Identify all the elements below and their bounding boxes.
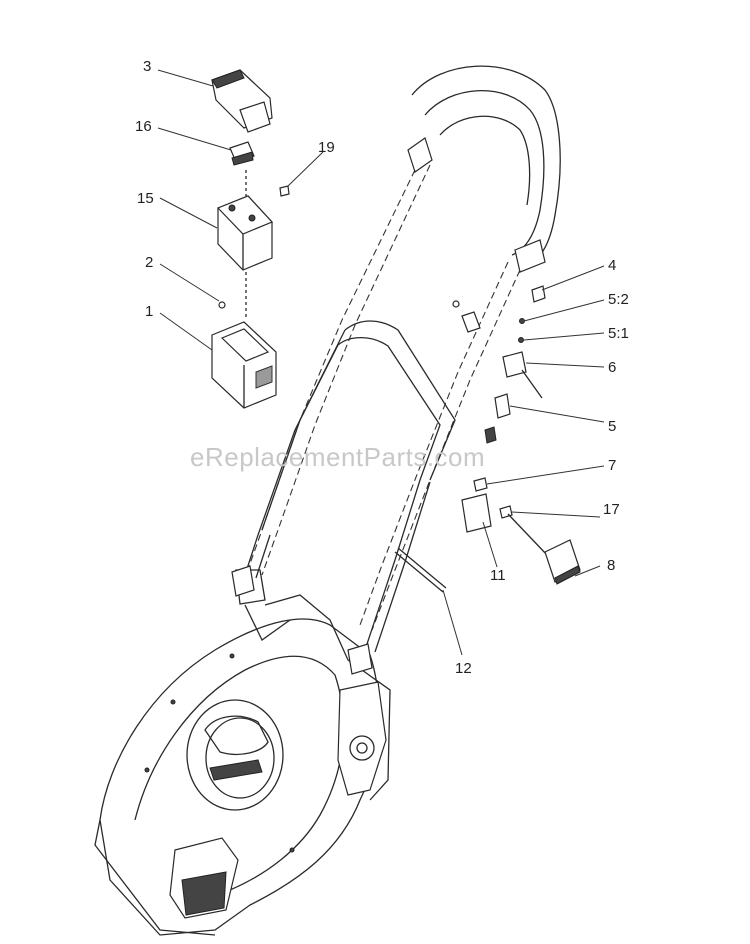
callout-2: 2 [145, 254, 153, 271]
callout-17: 17 [603, 501, 620, 518]
callout-8: 8 [607, 557, 615, 574]
handle-mounted-parts [394, 285, 581, 593]
callout-12: 12 [455, 660, 472, 677]
part-11 [461, 493, 492, 533]
part-4 [531, 285, 546, 303]
callout-3: 3 [143, 58, 151, 75]
callout-5-1: 5:1 [608, 325, 629, 342]
callout-5-2: 5:2 [608, 291, 629, 308]
watermark: eReplacementParts.com [190, 442, 485, 472]
callout-15: 15 [137, 190, 154, 207]
callout-4: 4 [608, 257, 616, 274]
callout-19: 19 [318, 139, 335, 156]
callout-1: 1 [145, 303, 153, 320]
callout-7: 7 [608, 457, 616, 474]
part-6 [502, 351, 527, 378]
part-7 [473, 477, 488, 492]
part-5 [494, 393, 511, 419]
handle-assembly [231, 65, 561, 675]
callout-6: 6 [608, 359, 616, 376]
callout-labels: 3 16 19 15 2 1 4 5:2 5:1 6 5 7 17 11 8 1… [135, 58, 629, 677]
callout-11: 11 [490, 567, 506, 584]
part-2 [218, 301, 226, 309]
leader-lines [157, 69, 605, 656]
part-5-2 [519, 318, 525, 324]
battery-parts [211, 69, 290, 409]
callout-5: 5 [608, 418, 616, 435]
part-5-1 [518, 337, 524, 343]
mower-deck [94, 569, 391, 936]
callout-16: 16 [135, 118, 152, 135]
part-19 [279, 185, 290, 197]
